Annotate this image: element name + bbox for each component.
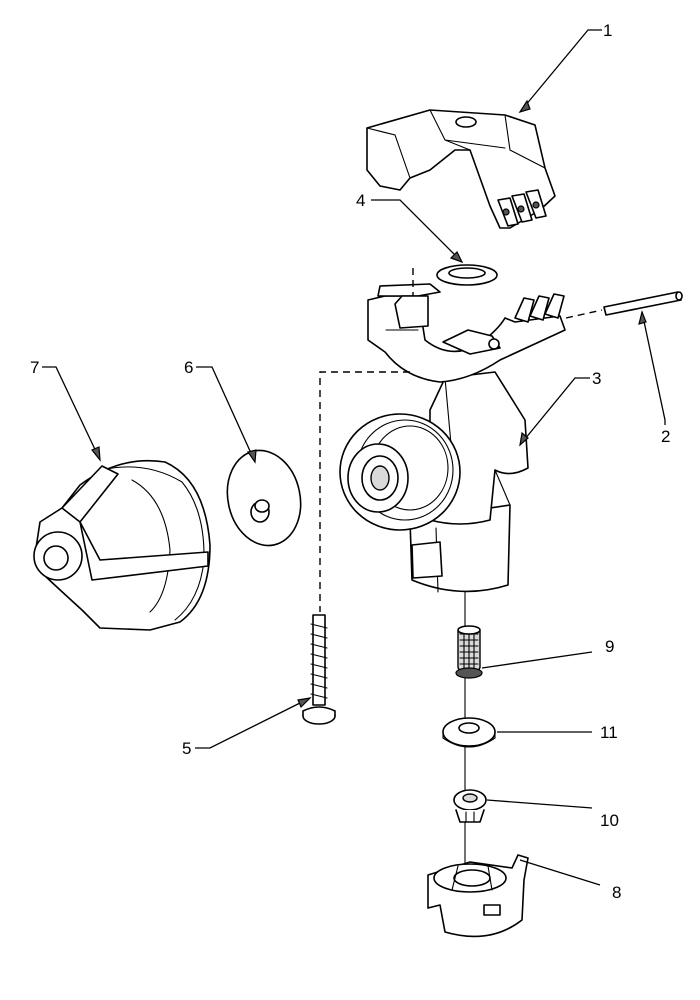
part-4-washer <box>436 264 498 286</box>
callout-1: 1 <box>603 21 612 40</box>
callout-8: 8 <box>612 883 621 902</box>
part-8-capnut <box>427 854 529 938</box>
part-5-screw <box>302 614 336 725</box>
part-3-body <box>339 283 566 593</box>
part-6-disc <box>226 449 302 547</box>
leader-lines <box>42 29 666 886</box>
guide-line-screw <box>319 371 410 612</box>
callout-10: 10 <box>600 811 619 830</box>
part-9-filter <box>455 625 483 679</box>
callout-2: 2 <box>661 427 670 446</box>
callout-6: 6 <box>184 358 193 377</box>
callout-9: 9 <box>605 637 614 656</box>
callout-7: 7 <box>30 358 39 377</box>
callout-5: 5 <box>182 739 191 758</box>
part-11-washer <box>442 717 496 748</box>
callout-3: 3 <box>592 369 601 388</box>
part-7-cap <box>33 459 211 631</box>
callout-4: 4 <box>356 191 365 210</box>
callout-11: 11 <box>600 723 618 742</box>
part-2-pin <box>565 291 683 319</box>
part-1-clamp <box>366 109 556 229</box>
part-10-tip <box>453 789 487 823</box>
